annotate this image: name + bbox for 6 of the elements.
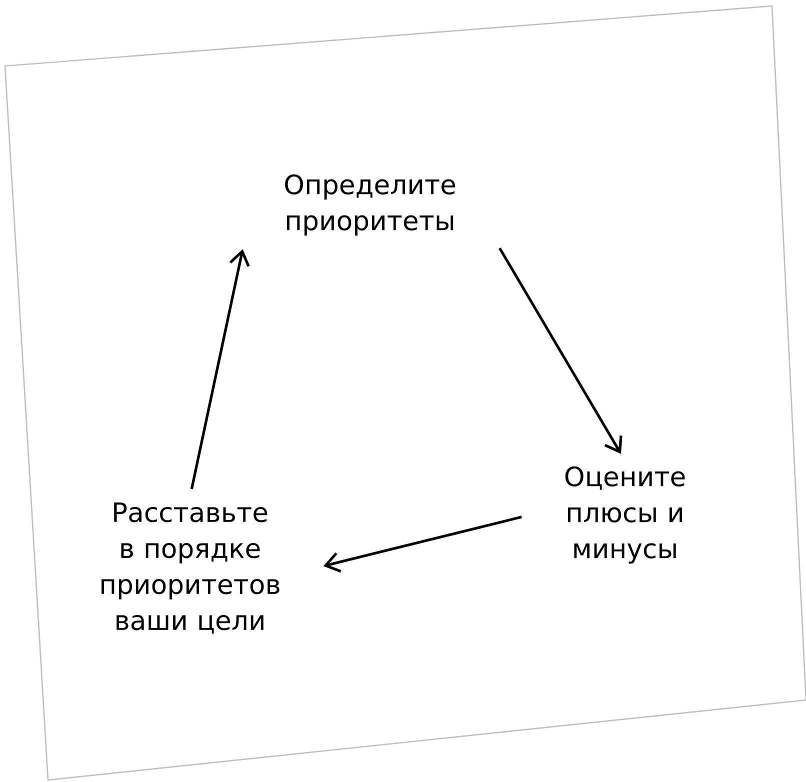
arrow (190, 249, 250, 490)
step-text: Определите приоритеты (285, 174, 456, 236)
arrow (498, 247, 622, 454)
step-text: Оцените плюсы и минусы (565, 466, 685, 564)
step-text: Расставьте в порядке приоритетов ваши цели (102, 502, 280, 634)
arrow (323, 516, 522, 573)
